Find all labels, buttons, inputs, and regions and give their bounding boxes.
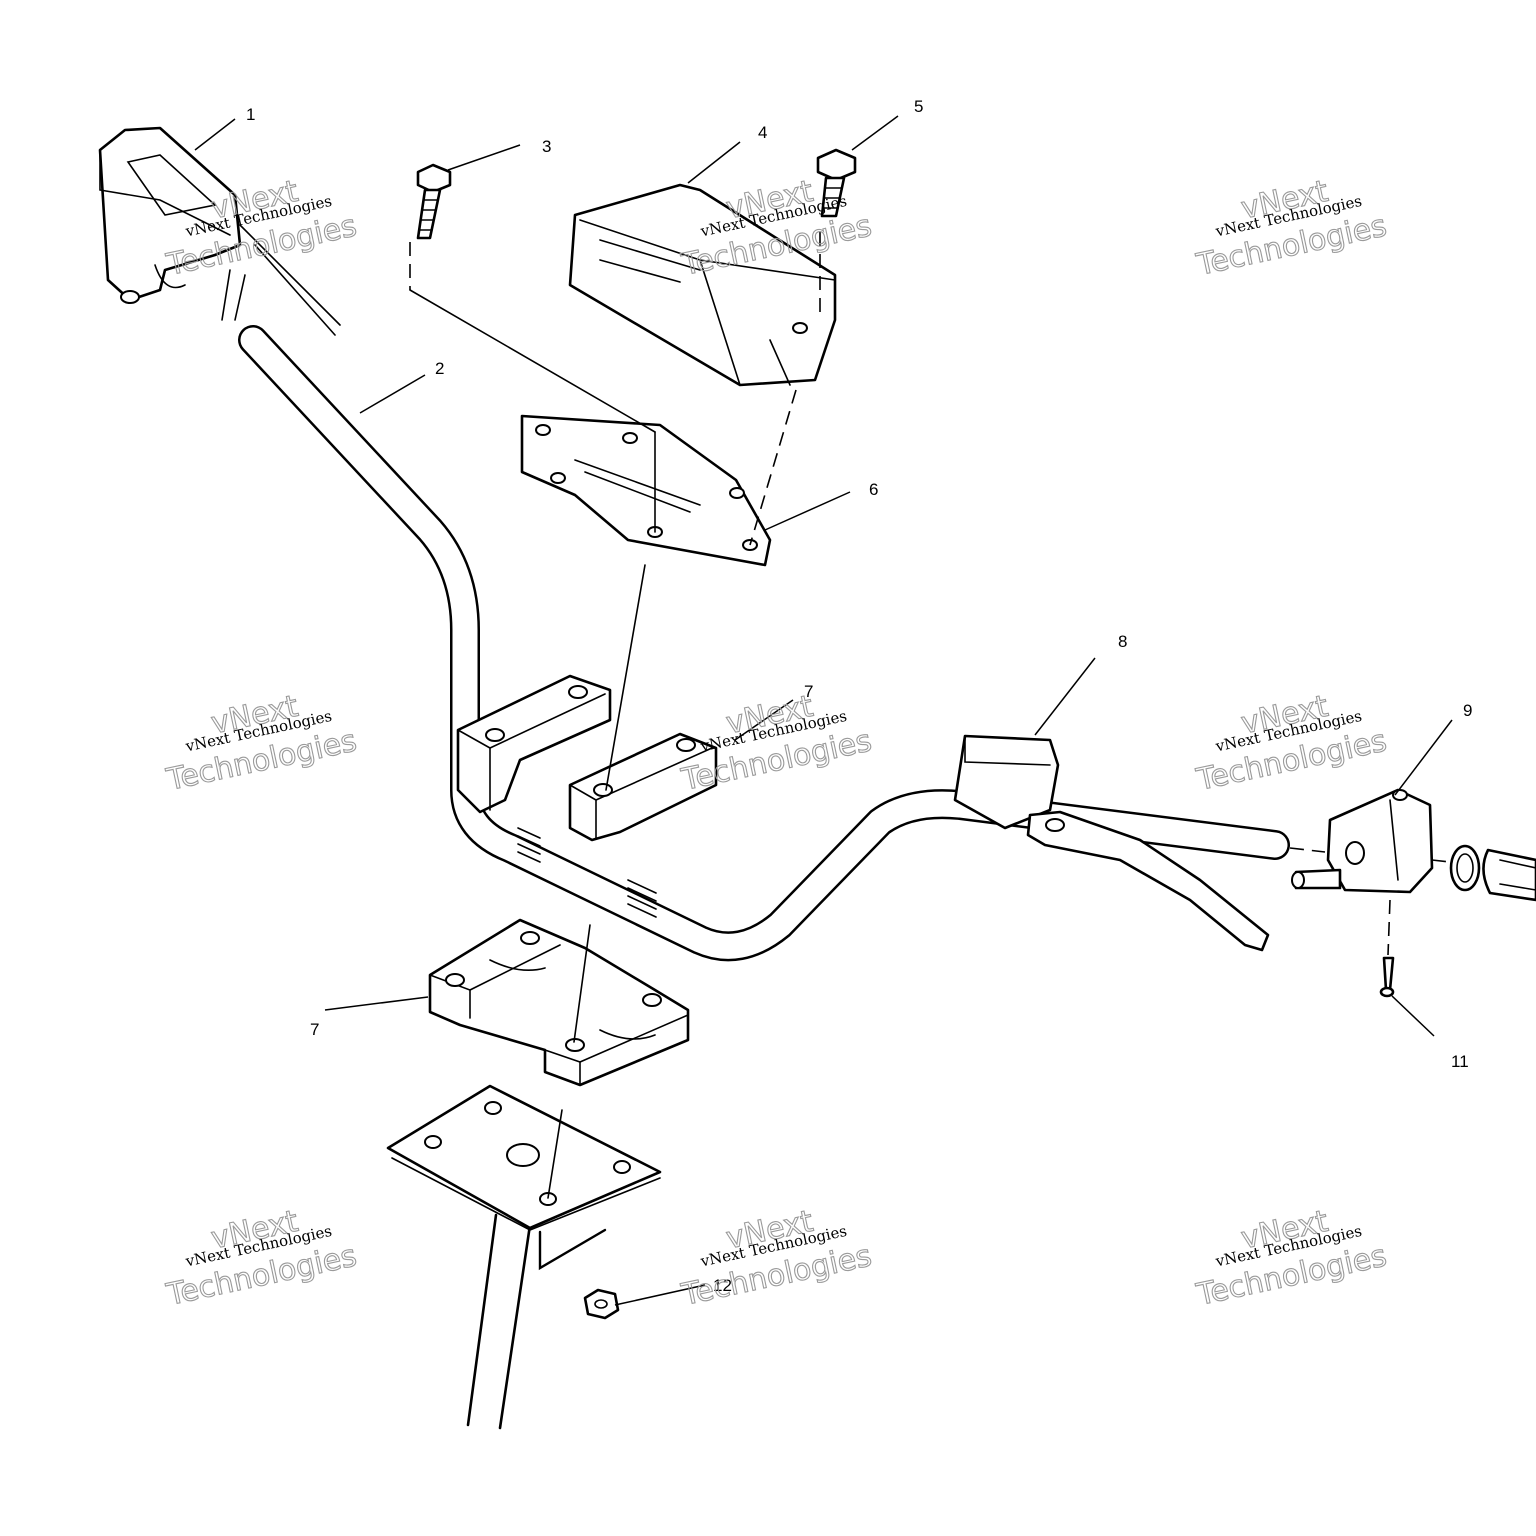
callout-11: 11 <box>1451 1052 1469 1071</box>
callout-3: 3 <box>542 137 551 156</box>
watermark-mid-center: vNext vNext Technologies Technologies <box>677 688 875 798</box>
watermark-bottom-right: vNext vNext Technologies Technologies <box>1192 1203 1390 1313</box>
grip-washer <box>1449 844 1481 892</box>
left-control-housing <box>98 126 341 336</box>
watermark-mid-right: vNext vNext Technologies Technologies <box>1192 688 1390 798</box>
bolt-3 <box>416 163 452 240</box>
knurled-grip-area-left <box>517 827 541 863</box>
throttle-housing <box>1291 788 1434 894</box>
watermark-bottom-left: vNext vNext Technologies Technologies <box>162 1203 360 1313</box>
screw-11 <box>1379 956 1395 998</box>
callout-numbers: 1 2 3 4 5 6 7 8 9 11 7 12 <box>246 97 1472 1295</box>
upper-handlebar-clamps <box>456 674 718 842</box>
watermark-bottom-center: vNext vNext Technologies Technologies <box>677 1203 875 1313</box>
assembly-lines <box>409 232 1451 1199</box>
mounting-plate <box>386 1084 662 1231</box>
knurled-grip-area-right <box>627 879 657 918</box>
bracket-plate <box>520 414 772 567</box>
callout-7-lower: 7 <box>310 1020 319 1039</box>
brake-lever-assembly <box>953 734 1270 952</box>
callout-6: 6 <box>869 480 878 499</box>
watermark-mid-left: vNext vNext Technologies Technologies <box>162 688 360 798</box>
handlebar-cover-pad <box>568 183 837 387</box>
watermark-top-right: vNext vNext Technologies Technologies <box>1192 173 1390 283</box>
callout-9: 9 <box>1463 701 1472 720</box>
lower-handlebar-clamp <box>428 918 690 1087</box>
leader-lines <box>194 115 1453 1306</box>
callout-8: 8 <box>1118 632 1127 651</box>
callout-7-upper: 7 <box>804 682 813 701</box>
steering-post <box>466 1213 607 1430</box>
bolt-5 <box>816 148 857 218</box>
callout-2: 2 <box>435 359 444 378</box>
callout-5: 5 <box>914 97 923 116</box>
handlebar-tube <box>238 325 1290 962</box>
callout-12: 12 <box>713 1276 732 1295</box>
nut-12 <box>583 1288 620 1320</box>
callout-1: 1 <box>246 105 255 124</box>
right-hand-grip <box>1482 848 1536 902</box>
callout-4: 4 <box>758 123 767 142</box>
